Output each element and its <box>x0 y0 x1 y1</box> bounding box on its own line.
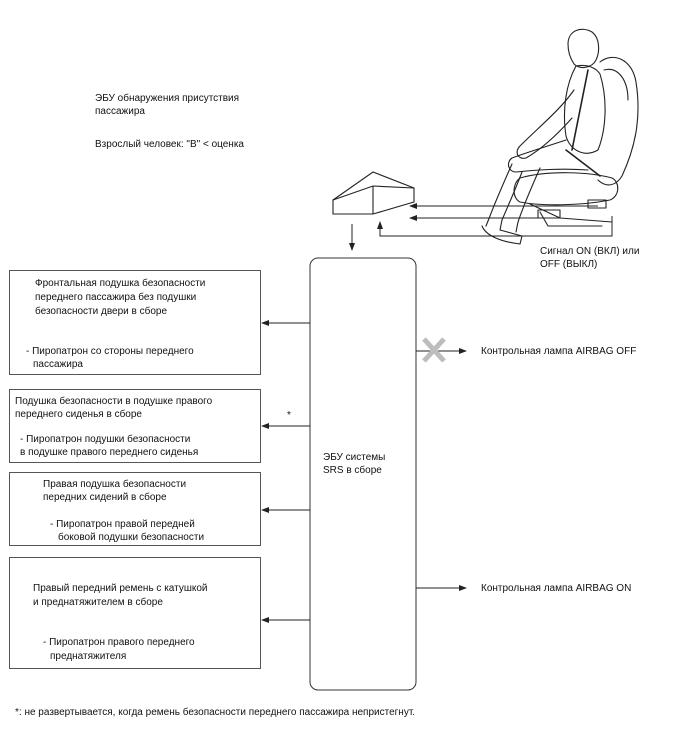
x-mark-icon <box>422 337 446 363</box>
footnote: *: не развертывается, когда ремень безоп… <box>15 707 416 718</box>
airbag-off-lamp-label: Контрольная лампа AIRBAG OFF <box>481 346 637 357</box>
box4-sub2: преднатяжителя <box>50 651 127 662</box>
seat-cushion-airbag-box: Подушка безопасности в подушке правого п… <box>9 389 261 463</box>
box3-sub2: боковой подушки безопасности <box>58 532 205 543</box>
occupant-ecu-title-line1: ЭБУ обнаружения присутствия <box>95 93 240 104</box>
seat-belt-pretensioner-box: Правый передний ремень с катушкой и пред… <box>9 557 261 669</box>
srs-ecu-label-line2: SRS в сборе <box>323 465 382 476</box>
signal-label-line1: Сигнал ON (ВКЛ) или <box>540 246 640 257</box>
box3-line1: Правая подушка безопасности <box>43 479 187 490</box>
box2-line1: Подушка безопасности в подушке правого <box>15 396 213 407</box>
box3-sub1: - Пиропатрон правой передней <box>50 519 195 530</box>
box4-sub1: - Пиропатрон правого переднего <box>43 637 195 648</box>
srs-ecu-label-line1: ЭБУ системы <box>323 452 386 463</box>
srs-ecu-box <box>309 257 417 691</box>
box2-line2: переднего сиденья в сборе <box>15 409 142 420</box>
occupant-ecu-box <box>332 171 415 215</box>
occupant-ecu-title-line2: пассажира <box>95 106 145 117</box>
box1-sub1: - Пиропатрон со стороны переднего <box>26 346 194 357</box>
box2-sub2: в подушке правого переднего сиденья <box>20 447 199 458</box>
box4-line1: Правый передний ремень с катушкой <box>33 583 208 594</box>
seat-occupant-illustration <box>481 28 639 245</box>
signal-label-line2: OFF (ВЫКЛ) <box>540 259 598 270</box>
front-passenger-airbag-box: Фронтальная подушка безопасности передне… <box>9 270 261 375</box>
box1-line1: Фронтальная подушка безопасности <box>35 278 206 289</box>
side-airbag-box: Правая подушка безопасности передних сид… <box>9 472 261 546</box>
box1-sub2: пассажира <box>33 359 83 370</box>
airbag-on-lamp-label: Контрольная лампа AIRBAG ON <box>481 583 632 594</box>
box3-line2: передних сидений в сборе <box>43 492 167 503</box>
box2-sub1: - Пиропатрон подушки безопасности <box>20 434 191 445</box>
occupant-ecu-condition: Взрослый человек: "B" < оценка <box>95 139 244 150</box>
box4-line2: и преднатяжителем в сборе <box>33 597 163 608</box>
asterisk-mark: * <box>287 410 291 421</box>
box1-line3: безопасности двери в сборе <box>35 306 168 317</box>
box1-line2: переднего пассажира без подушки <box>35 292 197 303</box>
